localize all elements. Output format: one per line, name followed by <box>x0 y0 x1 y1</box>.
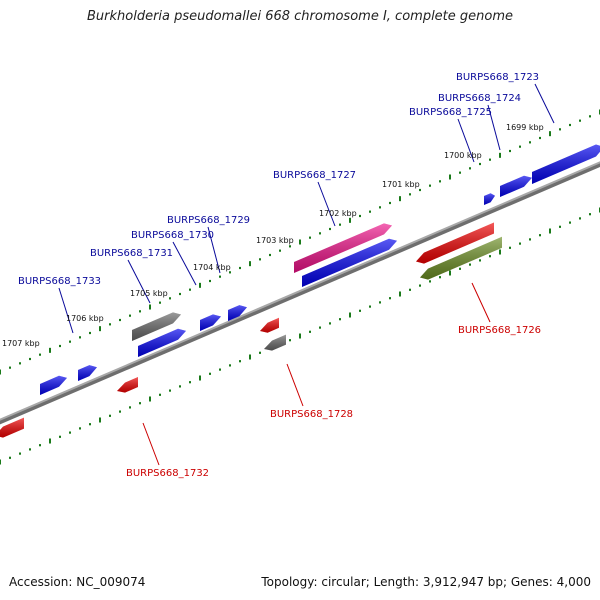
kbp-label: 1707 kbp <box>2 339 40 348</box>
gene-BURPS668_1729-shade <box>228 305 247 321</box>
gene-BURPS668_1728-shade <box>260 317 279 333</box>
gene-BURPS668_1727 <box>302 238 397 287</box>
gene-label: BURPS668_1726 <box>458 325 541 336</box>
gene-label: BURPS668_1723 <box>456 72 539 83</box>
leader-line <box>471 282 491 323</box>
gene-BURPS668_1732-shade <box>117 377 138 393</box>
gene-BURPS668_1726-olive <box>420 236 502 280</box>
gene-BURPS668_1730-shade <box>200 314 221 331</box>
gene-left-edge-gene <box>0 417 24 438</box>
leader-line <box>457 118 475 163</box>
topology-text: Topology: circular; Length: 3,912,947 bp… <box>261 575 591 589</box>
scale-ticks <box>0 109 600 465</box>
gene-BURPS668_1733-shade <box>40 375 67 395</box>
leader-line <box>207 226 221 274</box>
kbp-label: 1703 kbp <box>256 236 294 245</box>
gene-BURPS668_1727-pink-shade <box>294 223 392 273</box>
gene-left-edge-gene-shade <box>0 417 24 438</box>
gene-BURPS668_1728-gray <box>264 334 286 351</box>
gene-BURPS668_1733 <box>40 375 67 395</box>
leader-line <box>58 287 74 334</box>
gene-BURPS668_1726-shade <box>416 222 494 264</box>
backbone-highlight <box>0 161 600 421</box>
gene-BURPS668_1731-gray-shade <box>132 312 181 341</box>
gene-BURPS668_1728-gray-shade <box>264 334 286 351</box>
gene-BURPS668_1727-pink <box>294 223 392 273</box>
gene-BURPS668_1727-shade <box>302 238 397 287</box>
gene-BURPS668_1726 <box>416 222 494 264</box>
leader-line <box>317 181 336 227</box>
page-title: Burkholderia pseudomallei 668 chromosome… <box>86 9 514 24</box>
gene-BURPS668_1725-shade <box>484 193 495 205</box>
kbp-label: 1701 kbp <box>382 180 420 189</box>
gene-label: BURPS668_1730 <box>131 230 214 241</box>
leader-line <box>172 241 197 286</box>
chromosome-backbone <box>0 161 600 425</box>
gene-BURPS668_1725 <box>484 193 495 205</box>
kbp-label: 1704 kbp <box>193 263 231 272</box>
gene-label: BURPS668_1733 <box>18 276 101 287</box>
gene-BURPS668_1731-gray <box>132 312 181 341</box>
gene-label: BURPS668_1732 <box>126 468 209 479</box>
kbp-label: 1700 kbp <box>444 151 482 160</box>
leader-line <box>127 259 151 304</box>
gene-BURPS668_1730 <box>200 314 221 331</box>
gene-label: BURPS668_1724 <box>438 93 521 104</box>
gene-BURPS668_1733b-shade <box>78 365 97 381</box>
backbone-line <box>0 161 600 425</box>
gene-features <box>0 144 600 438</box>
gene-BURPS668_1731 <box>138 328 186 357</box>
gene-label: BURPS668_1729 <box>167 215 250 226</box>
leader-line <box>487 104 501 151</box>
label-leader-lines <box>58 83 555 466</box>
gene-BURPS668_1726-olive-shade <box>420 236 502 280</box>
gene-labels: BURPS668_1723BURPS668_1724BURPS668_1725B… <box>18 72 541 479</box>
kbp-label: 1702 kbp <box>319 209 357 218</box>
gene-label: BURPS668_1731 <box>90 248 173 259</box>
leader-line <box>286 363 304 407</box>
gene-BURPS668_1731-shade <box>138 328 186 357</box>
gene-BURPS668_1733b <box>78 365 97 381</box>
gene-BURPS668_1729 <box>228 305 247 321</box>
kbp-label: 1705 kbp <box>130 289 168 298</box>
gene-BURPS668_1724 <box>500 175 532 197</box>
kbp-labels: 1699 kbp 1700 kbp 1701 kbp 1702 kbp 1703 kbp… <box>2 123 544 348</box>
gene-BURPS668_1732 <box>117 377 138 393</box>
leader-line <box>142 422 160 466</box>
gene-label: BURPS668_1725 <box>409 107 492 118</box>
accession-text: Accession: NC_009074 <box>9 575 146 589</box>
gene-BURPS668_1728 <box>260 317 279 333</box>
gene-BURPS668_1723 <box>532 144 600 184</box>
kbp-label: 1706 kbp <box>66 314 104 323</box>
kbp-label: 1699 kbp <box>506 123 544 132</box>
gene-label: BURPS668_1728 <box>270 409 353 420</box>
gene-BURPS668_1723-shade <box>532 144 600 184</box>
leader-line <box>534 83 555 124</box>
gene-BURPS668_1724-shade <box>500 175 532 197</box>
gene-label: BURPS668_1727 <box>273 170 356 181</box>
